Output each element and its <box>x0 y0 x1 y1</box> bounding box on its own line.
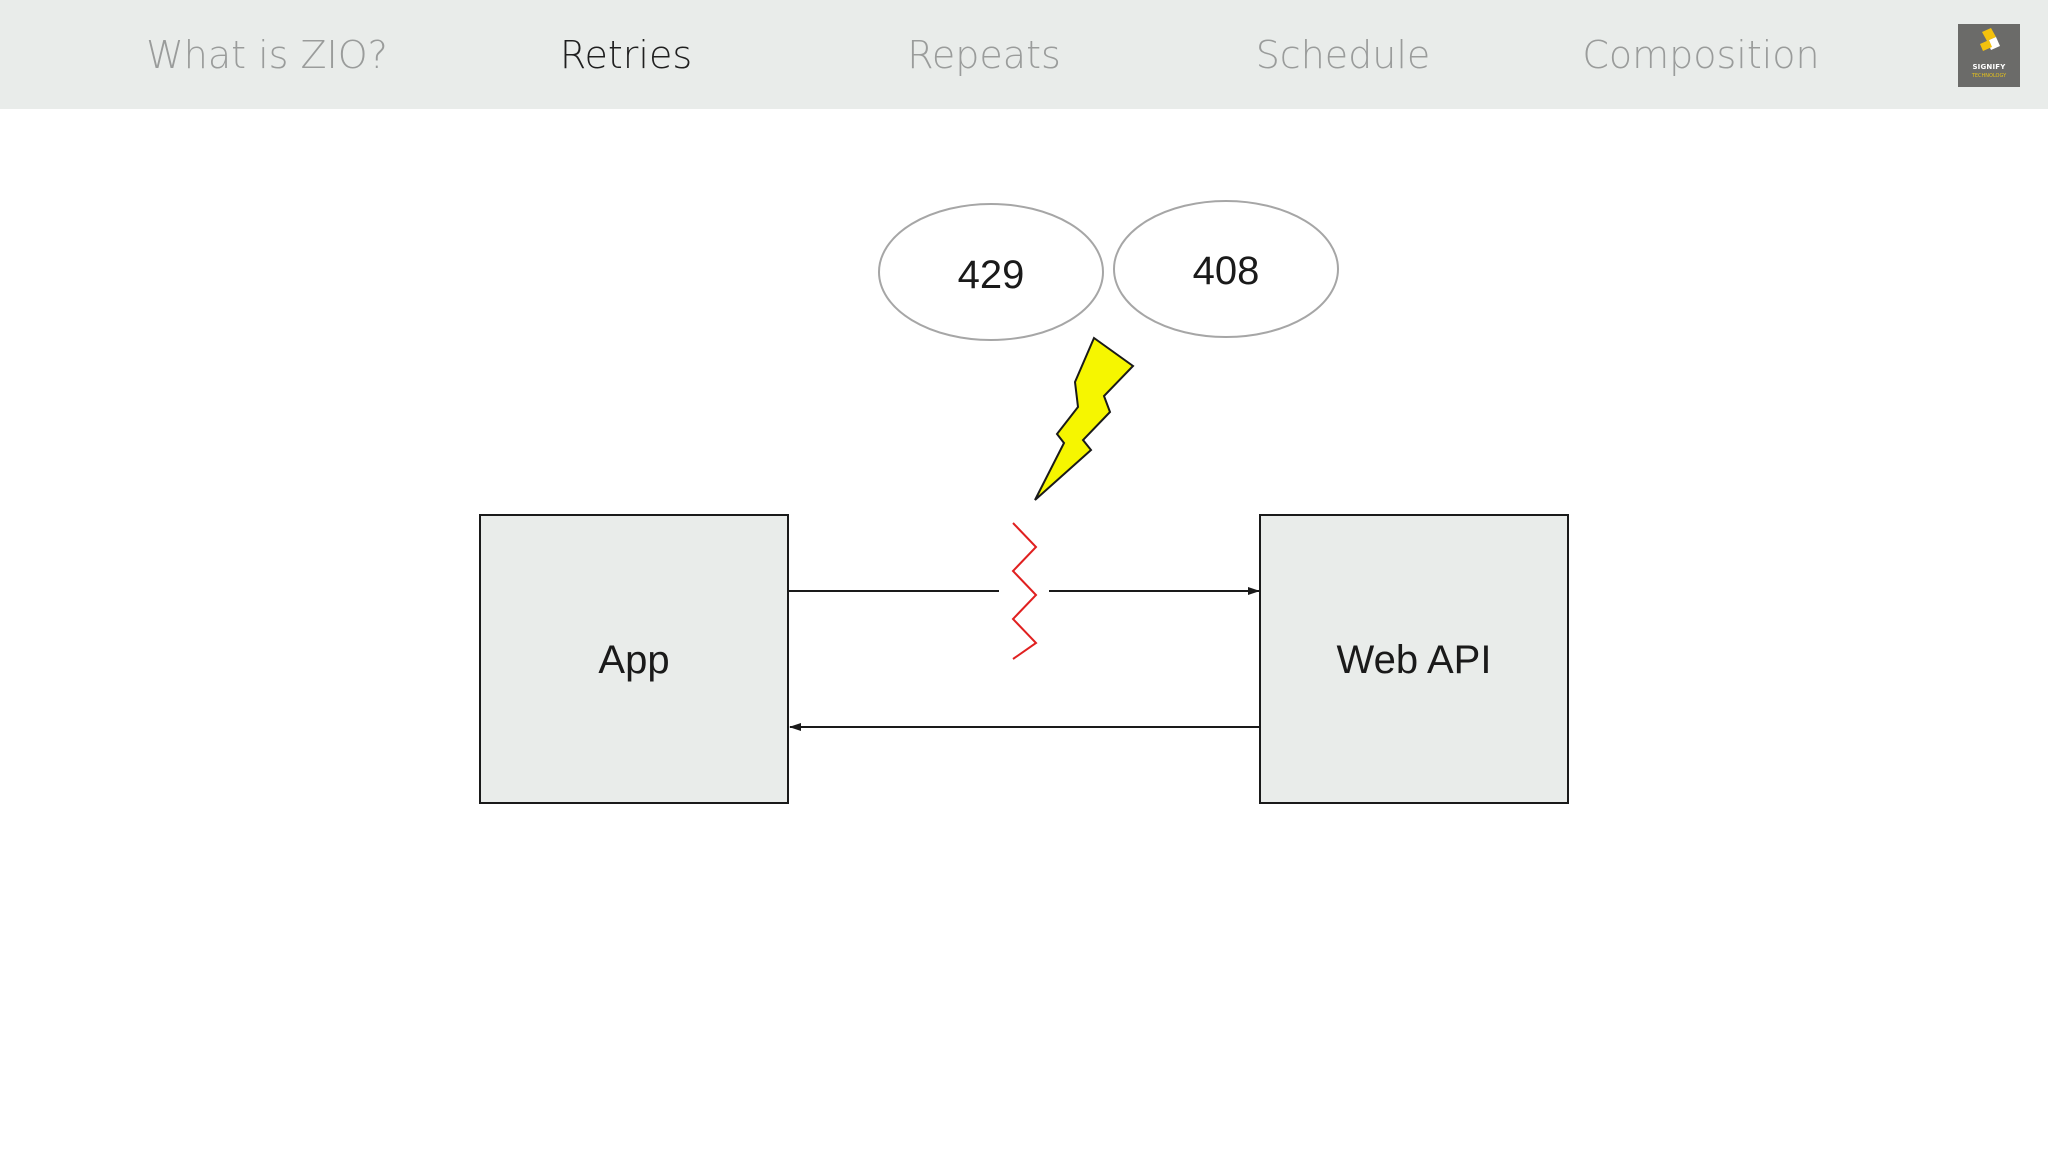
tab-composition[interactable]: Composition <box>1582 32 1820 77</box>
app-box-label: App <box>598 638 669 682</box>
top-navigation-bar: What is ZIO? Retries Repeats Schedule Co… <box>0 0 2048 109</box>
error-bubble-408: 408 <box>1113 200 1339 338</box>
error-bubble-429: 429 <box>878 203 1104 341</box>
app-box: App <box>479 514 789 804</box>
company-logo: SIGNIFY TECHNOLOGY <box>1958 24 2020 87</box>
tab-repeats[interactable]: Repeats <box>907 32 1061 77</box>
error-code-408-label: 408 <box>1193 249 1260 293</box>
tab-what-is-zio[interactable]: What is ZIO? <box>146 32 388 77</box>
web-api-box-label: Web API <box>1337 638 1492 682</box>
tab-retries[interactable]: Retries <box>559 32 693 77</box>
tab-schedule[interactable]: Schedule <box>1255 32 1431 77</box>
signify-s-icon <box>1980 28 2000 51</box>
logo-tagline: TECHNOLOGY <box>1971 73 2007 79</box>
web-api-box: Web API <box>1259 514 1569 804</box>
lightning-bolt-icon <box>1034 336 1135 501</box>
logo-name: SIGNIFY <box>1972 63 2006 71</box>
error-code-429-label: 429 <box>958 253 1025 297</box>
connection-break-icon <box>1011 522 1038 660</box>
